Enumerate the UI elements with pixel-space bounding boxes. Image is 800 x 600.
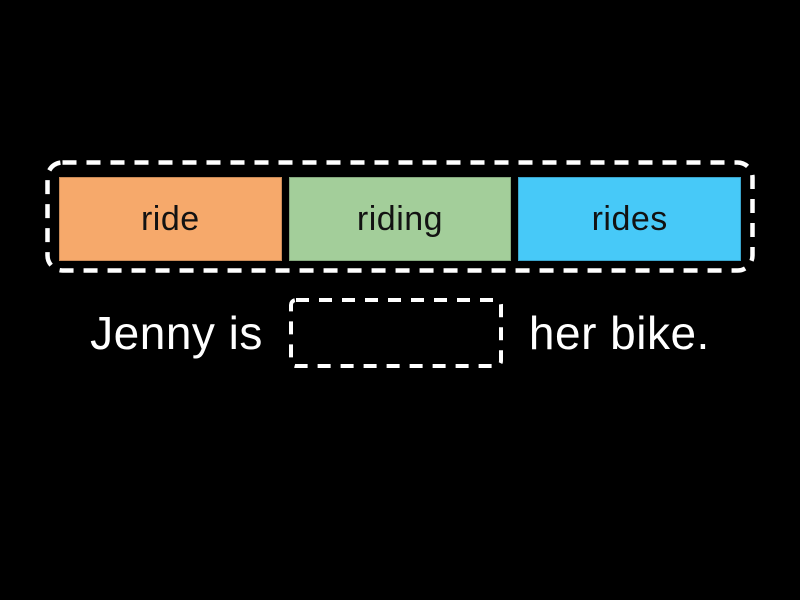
word-tile-label: rides [591,199,668,238]
answer-blank-dropzone[interactable] [288,298,503,368]
word-tile-label: riding [356,199,444,238]
sentence-row: Jenny is her bike. [0,288,800,378]
sentence-before-blank: Jenny is [90,307,263,359]
word-tile-label: ride [140,199,200,238]
word-tile-riding[interactable]: riding [288,177,512,261]
sentence-after-blank: her bike. [528,307,710,359]
word-bank: ride riding rides [45,160,755,273]
word-tile-ride[interactable]: ride [59,177,282,261]
answer-blank-dashed-border [288,298,503,368]
word-tile-rides[interactable]: rides [518,177,742,261]
